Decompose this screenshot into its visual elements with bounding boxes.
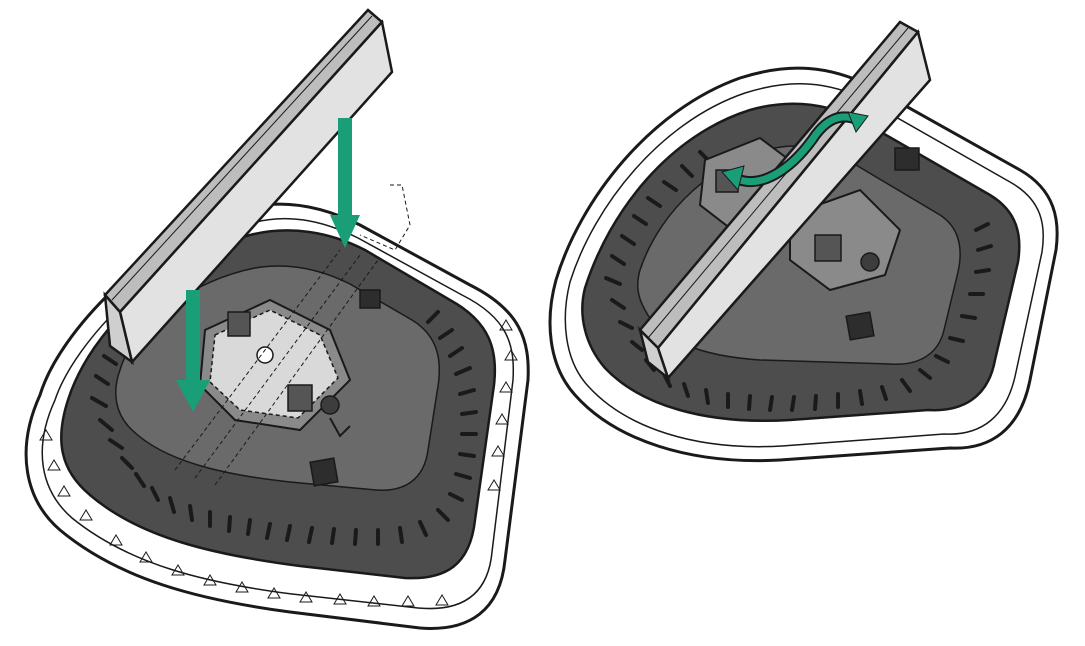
housing-inner-rim-2: [564, 83, 1045, 448]
rotate-arrow: [721, 111, 869, 192]
panel-step-2: [548, 20, 1059, 463]
ceiling-rail: [103, 8, 394, 366]
slot-icon: [359, 289, 381, 309]
down-arrow-2: [176, 290, 210, 412]
ghost-rail-outline: [174, 184, 411, 486]
mounting-bracket: [198, 298, 352, 438]
port-icon: [309, 457, 339, 487]
panel-step-1: [24, 8, 530, 630]
housing-rim-ticks: [39, 319, 518, 607]
port-icon-2: [845, 311, 875, 341]
vent-slots-2: [604, 150, 993, 412]
slot-icon-2: [894, 147, 920, 171]
down-arrow-1: [330, 118, 360, 248]
